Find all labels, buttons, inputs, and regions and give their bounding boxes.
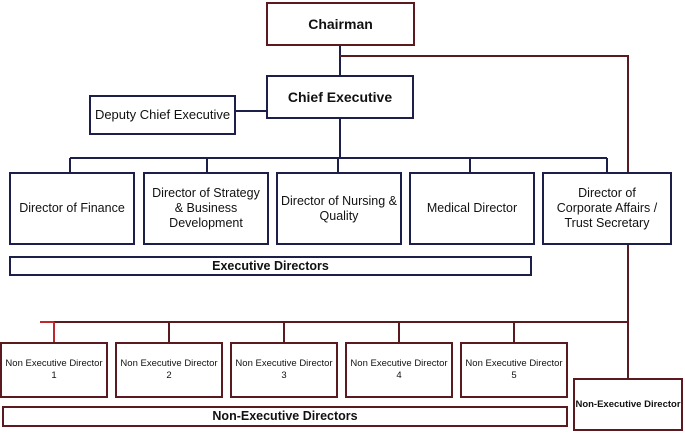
chairman-label: Chairman: [308, 15, 373, 32]
non-executive-director-box: Non Executive Director 4: [345, 342, 453, 398]
chief-executive-label: Chief Executive: [287, 88, 393, 105]
non-executive-director-1-label: Non Executive Director 1: [5, 358, 103, 381]
non-executive-director-box: Non Executive Director 2: [115, 342, 223, 398]
non-executive-director-4-label: Non Executive Director 4: [350, 358, 448, 381]
non-executive-director-box: Non Executive Director 5: [460, 342, 568, 398]
non-executive-director-3-label: Non Executive Director 3: [235, 358, 333, 381]
executive-directors-label: Executive Directors: [212, 258, 329, 273]
director-corporate-affairs-label: Director of Corporate Affairs / Trust Se…: [556, 186, 658, 230]
chairman-right-branch-line: [340, 55, 629, 378]
director-box: Director of Finance: [9, 172, 135, 245]
chairman-box: Chairman: [266, 2, 415, 46]
non-executive-director-box: Non Executive Director 3: [230, 342, 338, 398]
non-executive-directors-label: Non-Executive Directors: [212, 409, 358, 423]
non-executive-director-box: Non Executive Director 1: [0, 342, 108, 398]
deputy-chief-executive-box: Deputy Chief Executive: [89, 95, 236, 135]
non-executive-director-5-label: Non Executive Director 5: [465, 358, 563, 381]
non-executive-director-right-label: Non-Executive Director: [575, 398, 681, 410]
deputy-chief-executive-label: Deputy Chief Executive: [94, 107, 231, 122]
director-finance-label: Director of Finance: [19, 201, 125, 215]
non-executive-director-2-label: Non Executive Director 2: [120, 358, 218, 381]
medical-director-label: Medical Director: [426, 201, 518, 215]
non-executive-directors-bar: Non-Executive Directors: [2, 406, 568, 427]
chief-executive-box: Chief Executive: [266, 75, 414, 119]
director-box: Medical Director: [409, 172, 535, 245]
director-box: Director of Nursing & Quality: [276, 172, 402, 245]
director-box: Director of Strategy & Business Developm…: [143, 172, 269, 245]
non-executive-director-right-box: Non-Executive Director: [573, 378, 683, 431]
executive-directors-bar: Executive Directors: [9, 256, 532, 276]
director-nursing-label: Director of Nursing & Quality: [280, 193, 397, 223]
director-box: Director of Corporate Affairs / Trust Se…: [542, 172, 672, 245]
director-strategy-label: Director of Strategy & Business Developm…: [152, 186, 260, 230]
